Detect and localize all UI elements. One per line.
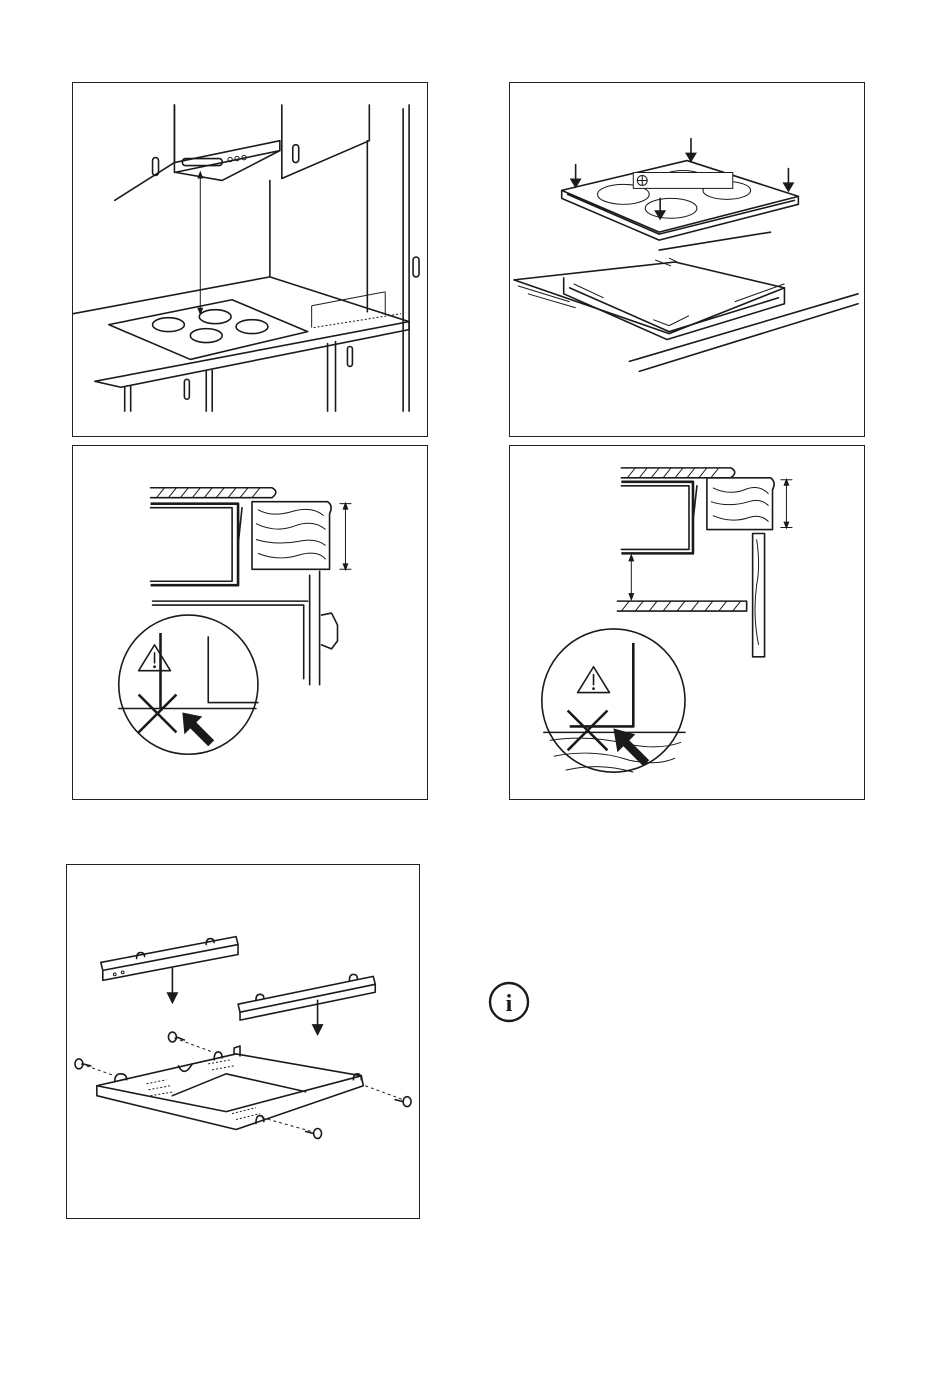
protective-box-illustration xyxy=(67,865,419,1218)
drawer-knob xyxy=(322,613,338,649)
cabinet-handle-right xyxy=(293,145,299,163)
shelf-below-illustration xyxy=(510,446,864,799)
hob-body xyxy=(151,504,239,586)
panel-hood-clearance xyxy=(72,82,428,437)
drawer-below-illustration xyxy=(73,446,427,799)
down-arrow-icon xyxy=(166,992,178,1004)
info-icon: i xyxy=(488,981,530,1023)
wall-cabinet-left xyxy=(115,105,175,200)
hood-clearance-illustration xyxy=(73,83,427,436)
worktop-back xyxy=(73,277,409,322)
panel-protective-box-assembly xyxy=(66,864,420,1219)
down-arrow-icon xyxy=(312,1024,324,1036)
panel-hob-insertion xyxy=(509,82,865,437)
hob-top xyxy=(562,161,799,233)
warning-magnifier xyxy=(119,615,258,754)
panel-shelf-below xyxy=(509,445,865,800)
rail-left xyxy=(101,937,238,971)
hob-body xyxy=(621,482,693,554)
protective-box xyxy=(97,1054,361,1112)
screw-icon xyxy=(314,1129,322,1139)
screw-icon xyxy=(403,1097,411,1107)
hob-insertion-illustration xyxy=(510,83,864,436)
down-arrow-icon xyxy=(782,182,794,192)
warning-magnifier xyxy=(542,629,685,772)
panel-drawer-below xyxy=(72,445,428,800)
worktop-front xyxy=(95,322,409,388)
cooker-hood xyxy=(174,141,279,173)
down-arrow-icon xyxy=(654,210,666,220)
hob xyxy=(109,300,308,360)
info-glyph: i xyxy=(506,991,513,1017)
down-arrow-icon xyxy=(570,178,582,188)
screw-icon xyxy=(168,1032,176,1042)
wall-cabinet-right xyxy=(282,105,370,179)
